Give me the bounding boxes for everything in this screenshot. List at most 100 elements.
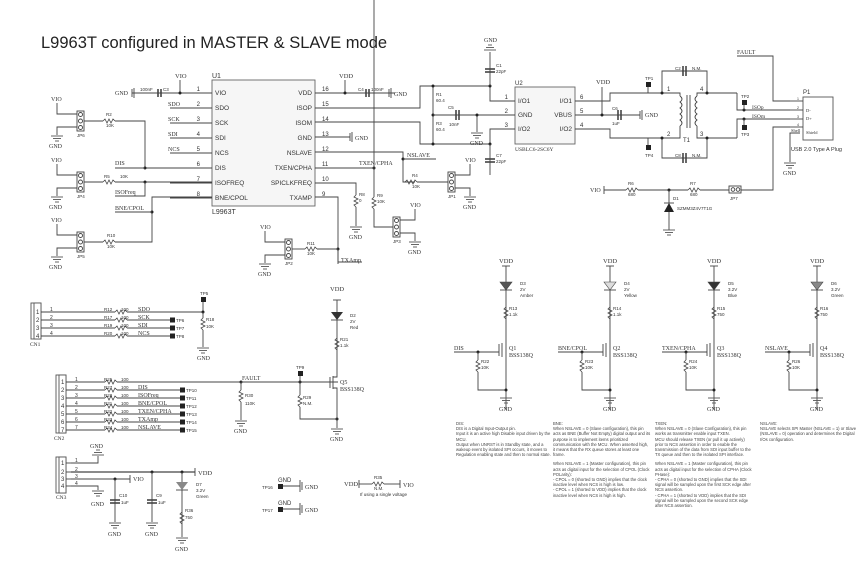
svg-text:P1: P1	[803, 90, 811, 96]
cn-pin: 3	[61, 396, 65, 402]
svg-text:U2: U2	[515, 81, 523, 87]
svg-text:R2: R2	[106, 112, 112, 117]
u1-pin-name: BNE/CPOL	[215, 195, 248, 202]
u1-pin-name: SCK	[215, 120, 229, 127]
led-icon	[603, 281, 617, 291]
u1-pin-name: NCS	[215, 150, 229, 157]
u2-pin-name: VBUS	[554, 112, 572, 119]
net-vio: VIO	[410, 203, 421, 209]
svg-text:4: 4	[700, 87, 704, 93]
res-ref: R23	[585, 359, 594, 364]
u1-pin-name: TXAMP	[290, 195, 312, 202]
svg-text:JP7: JP7	[730, 196, 738, 201]
capacitor-c3: C3 100nF	[140, 87, 169, 97]
tp-label: TP15	[186, 428, 197, 433]
svg-text:TP5: TP5	[200, 291, 209, 296]
u1-pin-name: ISOM	[295, 120, 312, 127]
u1-pin-name: VIO	[215, 90, 226, 97]
res-ref: R17	[104, 315, 113, 320]
cn-pin: 5	[61, 412, 65, 418]
svg-text:D7: D7	[196, 482, 202, 487]
svg-text:10K: 10K	[120, 174, 128, 179]
svg-text:GND: GND	[234, 429, 248, 435]
fet-part: BSS138Q	[820, 353, 845, 359]
jumper-jp2[interactable]: JP2	[284, 238, 293, 266]
svg-text:10K: 10K	[107, 244, 115, 249]
net-label: SCK	[138, 315, 150, 321]
led-voltage: 3.2V	[728, 287, 737, 292]
res-ref: R24	[689, 359, 698, 364]
net-vdd: VDD	[499, 258, 513, 265]
cn-pin: 4	[61, 404, 65, 410]
cn-pin: 1	[75, 377, 78, 383]
net-vdd: VDD	[707, 258, 721, 265]
svg-text:1uF: 1uF	[612, 121, 620, 126]
u1-pin-num: 7	[197, 177, 201, 183]
svg-text:VDD: VDD	[339, 73, 353, 80]
jumper-jp5[interactable]: JP5	[76, 231, 85, 259]
svg-text:D1: D1	[673, 196, 679, 201]
res-val: 1.1k	[509, 312, 518, 317]
jumper-jp4[interactable]: JP4	[76, 171, 85, 199]
net-label: SDO	[138, 307, 151, 313]
page-title: L9963T configured in MASTER & SLAVE mode	[41, 34, 388, 52]
svg-text:C6: C6	[612, 106, 618, 111]
svg-text:GND: GND	[278, 501, 292, 507]
jumper-jp3[interactable]: JP3	[392, 216, 401, 244]
svg-text:3.2V: 3.2V	[196, 488, 205, 493]
svg-text:TP3: TP3	[741, 132, 750, 137]
svg-text:GND: GND	[90, 444, 104, 450]
u2-pin-num: 1	[505, 95, 509, 101]
jumper-ref: JP1	[448, 194, 456, 199]
svg-text:VDD: VDD	[344, 481, 358, 488]
cn-pin: 3	[50, 323, 53, 329]
net-vdd: VDD	[603, 258, 617, 265]
res-ref: R34	[104, 425, 113, 430]
note-dis: DIS:DIS is a Digital Input-Output pin.In…	[456, 421, 551, 458]
net-vio: VIO	[260, 225, 271, 231]
led-icon	[810, 281, 824, 291]
cn-pin: 1	[75, 458, 78, 464]
note-bne: BNE:When NSLAVE = 0 (Slave configuration…	[553, 421, 651, 498]
u2-pin-num: 5	[580, 109, 584, 115]
svg-text:R21: R21	[340, 337, 349, 342]
svg-text:22pF: 22pF	[496, 69, 507, 74]
svg-text:FAULT: FAULT	[737, 50, 756, 56]
cn-pin: 2	[61, 470, 65, 476]
note-txen: TXEN:When NSLAVE = 0 (Slave Configuratio…	[655, 421, 752, 509]
u2-pin-name: GND	[518, 112, 533, 119]
u1-pin-num: 10	[322, 177, 329, 183]
u1-pin-name: NSLAVE	[287, 150, 313, 157]
jumper-ref: JP2	[285, 261, 293, 266]
svg-text:GND: GND	[484, 38, 498, 44]
svg-text:ISOp: ISOp	[752, 105, 764, 111]
u1-pin-num: 3	[197, 117, 201, 123]
svg-text:GND: GND	[330, 437, 344, 443]
jumper-jp1[interactable]: JP1	[447, 171, 456, 199]
svg-text:680: 680	[628, 192, 636, 197]
u1-part: L9963T	[212, 209, 236, 216]
fet-ref: Q3	[717, 346, 724, 352]
svg-text:N.M.: N.M.	[692, 153, 702, 158]
svg-text:C9: C9	[156, 493, 162, 498]
svg-text:C2: C2	[675, 66, 681, 71]
cn-pin: 2	[36, 318, 40, 324]
led-voltage: 2V	[624, 287, 630, 292]
res-val: 100	[121, 393, 129, 398]
svg-text:R18: R18	[206, 317, 215, 322]
svg-text:1: 1	[667, 87, 671, 93]
svg-text:GND: GND	[175, 547, 189, 553]
svg-text:VDD: VDD	[198, 470, 212, 477]
svg-text:1uF: 1uF	[121, 500, 129, 505]
svg-text:TXEN/CPHA: TXEN/CPHA	[359, 161, 393, 167]
svg-text:C5: C5	[448, 105, 454, 110]
net-label: NCS	[168, 147, 180, 153]
jumper-jp6[interactable]: JP6	[76, 110, 85, 138]
res-val: 1.1k	[613, 312, 622, 317]
svg-text:R6: R6	[628, 181, 634, 186]
svg-text:C7: C7	[496, 153, 502, 158]
svg-text:D+: D+	[806, 116, 812, 121]
led-driver-2: VDDD42VYellowR141.1kQ2BSS138QBNE/CPOLR23…	[558, 258, 638, 413]
